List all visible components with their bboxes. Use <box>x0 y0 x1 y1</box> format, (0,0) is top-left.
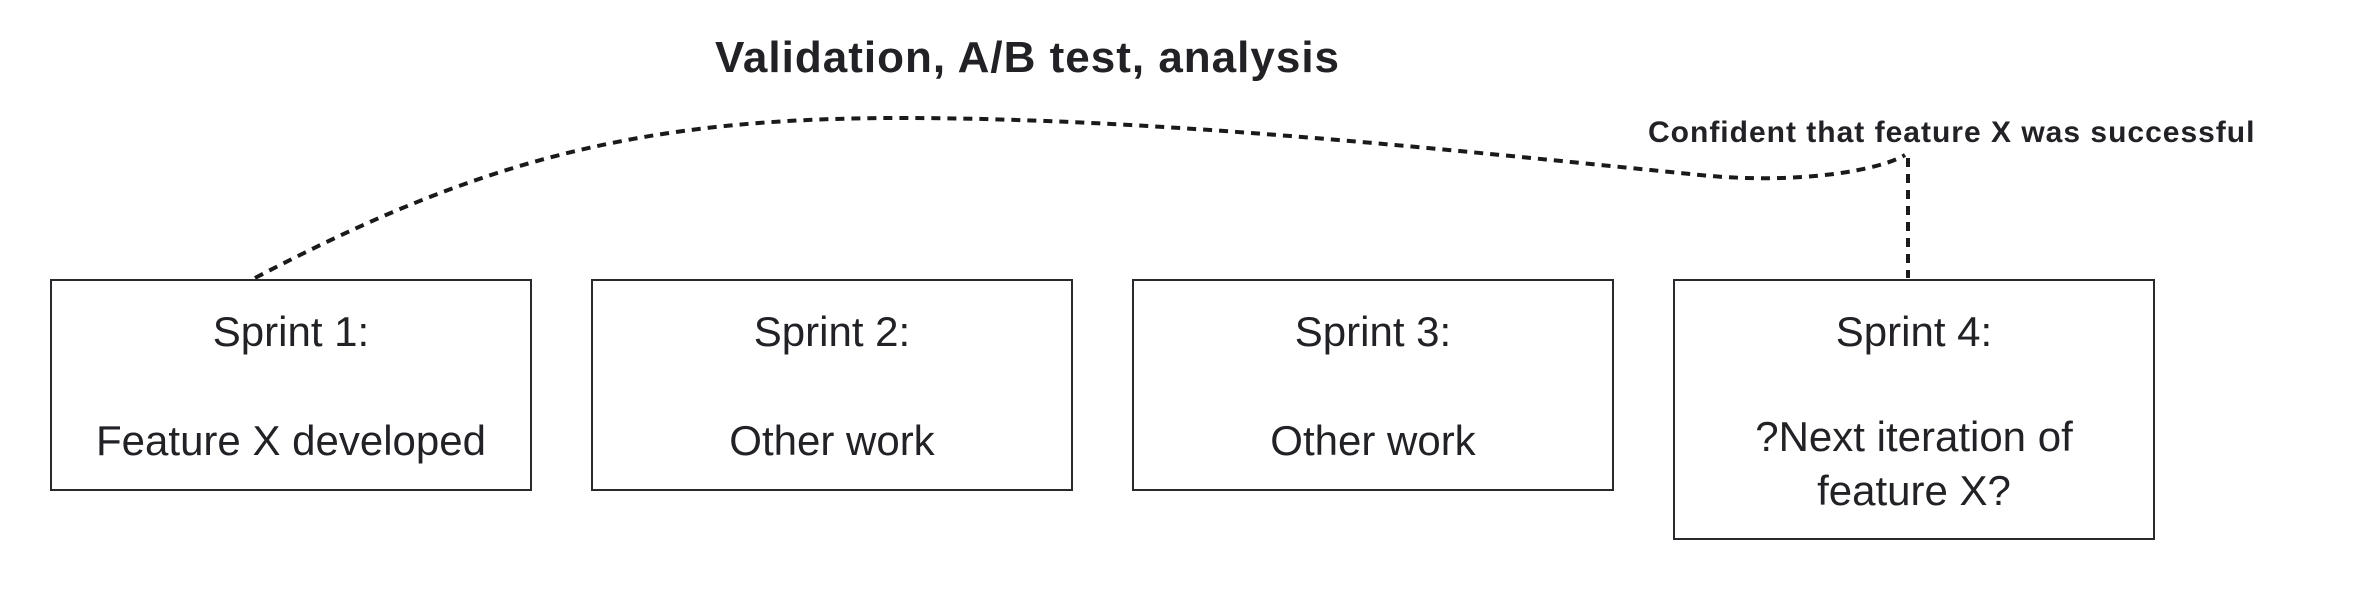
sprint-3-box: Sprint 3: Other work <box>1132 279 1614 491</box>
sprint-2-title: Sprint 2: <box>753 308 911 355</box>
sprint-4-description: ?Next iteration of feature X? <box>1755 413 2073 514</box>
sprint-4-title: Sprint 4: <box>1835 308 1993 355</box>
sprint-1-box: Sprint 1: Feature X developed <box>50 279 532 491</box>
validation-curve-connector <box>254 115 1907 280</box>
sprint-4-box: Sprint 4: ?Next iteration of feature X? <box>1673 279 2155 540</box>
sprint-2-box: Sprint 2: Other work <box>591 279 1073 491</box>
confidence-annotation: Confident that feature X was successful <box>1648 116 2256 149</box>
sprint-3-description: Other work <box>1270 417 1476 464</box>
diagram-title: Validation, A/B test, analysis <box>715 33 1341 82</box>
sprint-2-description: Other work <box>729 417 935 464</box>
sprint-3-title: Sprint 3: <box>1294 308 1452 355</box>
sprint-1-title: Sprint 1: <box>212 308 370 355</box>
sprint-1-description: Feature X developed <box>96 417 486 464</box>
